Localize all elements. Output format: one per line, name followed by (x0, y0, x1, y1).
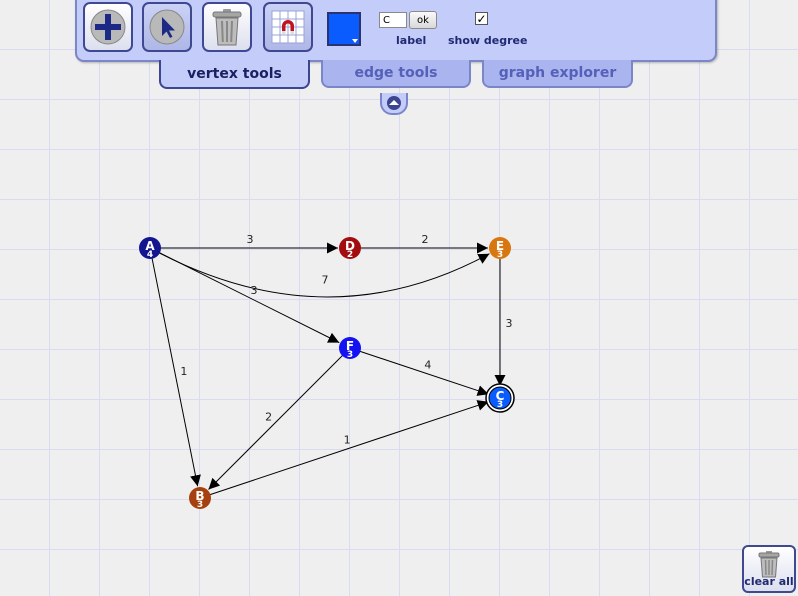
tab-edge-tools[interactable]: edge tools (321, 60, 471, 88)
edge-a-d[interactable]: 3 (150, 233, 338, 254)
vertex-degree: 2 (347, 250, 353, 260)
clear-all-button[interactable]: clear all (742, 545, 796, 593)
plus-icon (90, 9, 126, 45)
edge-weight-label: 2 (265, 411, 272, 424)
vertex-label: A (145, 239, 155, 253)
chevron-up-icon (387, 96, 401, 110)
edge-a-f[interactable]: 3 (149, 247, 340, 344)
cursor-arrow-icon (149, 9, 185, 45)
edge-weight-label: 3 (251, 284, 258, 297)
edge-weight-label: 2 (422, 233, 429, 246)
dropdown-arrow-icon (352, 39, 358, 43)
label-caption: label (396, 34, 427, 47)
edge-f-c[interactable]: 4 (349, 347, 489, 396)
vertex-degree: 4 (147, 250, 153, 260)
vertex-degree: 3 (497, 400, 503, 410)
edge-a-e[interactable]: 7 (149, 247, 490, 298)
edge-d-e[interactable]: 2 (350, 233, 488, 254)
magnet-grid-icon (271, 10, 305, 44)
vertex-e[interactable]: E3 (489, 237, 511, 260)
vertex-label-input[interactable] (379, 12, 407, 28)
vertex-label: D (345, 239, 355, 253)
show-degree-caption: show degree (448, 34, 528, 47)
tab-vertex-tools[interactable]: vertex tools (159, 60, 310, 89)
edge-weight-label: 1 (180, 365, 187, 378)
vertex-c[interactable]: C3 (485, 383, 515, 413)
vertex-f[interactable]: F3 (339, 337, 361, 360)
vertex-b[interactable]: B3 (189, 487, 211, 510)
edge-weight-label: 4 (424, 358, 431, 371)
vertex-label: F (346, 339, 354, 353)
select-button[interactable] (142, 2, 192, 52)
vertex-color-picker[interactable] (327, 12, 361, 46)
edge-f-b[interactable]: 2 (208, 347, 351, 490)
edge-e-c[interactable]: 3 (494, 248, 513, 386)
vertex-a[interactable]: A4 (139, 237, 161, 260)
tab-bar: vertex tools edge tools graph explorer (0, 60, 798, 94)
vertex-label: C (496, 389, 505, 403)
vertex-label: E (496, 239, 504, 253)
clear-all-label: clear all (744, 575, 794, 588)
snap-grid-button[interactable] (263, 2, 313, 52)
tab-graph-explorer[interactable]: graph explorer (482, 60, 633, 88)
toolbar-panel: ok label ✓ show degree (75, 0, 717, 62)
edge-weight-label: 1 (344, 433, 351, 446)
edge-weight-label: 7 (322, 274, 329, 287)
trash-icon (212, 9, 242, 46)
add-vertex-button[interactable] (83, 2, 133, 52)
edge-a-b[interactable]: 1 (149, 247, 201, 487)
vertex-degree: 3 (197, 500, 203, 510)
edge-weight-label: 3 (506, 317, 513, 330)
vertex-d[interactable]: D2 (339, 237, 361, 260)
delete-button[interactable] (202, 2, 252, 52)
edge-b-c[interactable]: 1 (199, 400, 489, 499)
vertex-label: B (195, 489, 204, 503)
vertex-degree: 3 (497, 250, 503, 260)
vertex-degree: 3 (347, 350, 353, 360)
collapse-toolbar-button[interactable] (380, 93, 408, 115)
trash-icon (758, 551, 780, 578)
show-degree-checkbox[interactable]: ✓ (475, 12, 488, 26)
edge-weight-label: 3 (247, 233, 254, 246)
label-ok-button[interactable]: ok (409, 11, 437, 29)
